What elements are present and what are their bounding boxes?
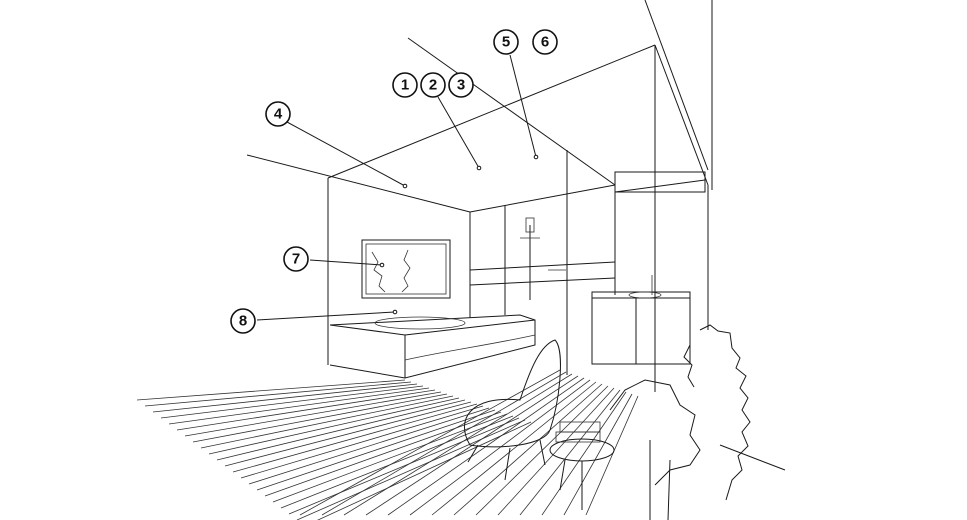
svg-text:5: 5 xyxy=(502,34,510,51)
floor-plank-line xyxy=(200,395,454,449)
floor-planks xyxy=(136,369,639,520)
floor-plank-line xyxy=(343,373,573,516)
svg-text:6: 6 xyxy=(541,34,549,51)
leader-lines xyxy=(256,54,539,321)
floor-plank-line xyxy=(409,379,591,516)
svg-text:1: 1 xyxy=(401,77,409,94)
callout-5: 5 xyxy=(493,29,519,55)
floor-plank-line xyxy=(176,389,436,431)
floor-plank-line xyxy=(280,415,514,509)
callout-8: 8 xyxy=(230,308,256,334)
floor-plank-line xyxy=(288,417,520,515)
floor-plank-line xyxy=(136,379,406,401)
floor-plank-line xyxy=(264,411,502,497)
floor-plank-line xyxy=(519,389,621,516)
floor-plank-line xyxy=(256,409,496,491)
callout-2: 2 xyxy=(420,72,446,98)
callout-6: 6 xyxy=(532,29,558,55)
floor-plank-line xyxy=(152,383,418,413)
floor-plank-line xyxy=(453,383,603,516)
floor-plank-line xyxy=(168,387,430,425)
floor-plank-line xyxy=(497,387,615,516)
room-structure xyxy=(246,0,786,471)
floor-plank-line xyxy=(144,381,412,407)
svg-text:8: 8 xyxy=(239,313,247,330)
floor-plank-line xyxy=(184,391,442,437)
callout-1: 1 xyxy=(392,72,418,98)
svg-text:2: 2 xyxy=(429,77,437,94)
floor-plank-line xyxy=(208,397,460,455)
floor-plank-line xyxy=(431,381,597,516)
svg-text:4: 4 xyxy=(274,106,283,123)
floor-plank-line xyxy=(563,393,633,516)
floor-plank-line xyxy=(299,369,561,516)
floor-plank-line xyxy=(216,399,466,461)
floor-plank-line xyxy=(192,393,448,443)
callout-3: 3 xyxy=(448,72,474,98)
floor-plank-line xyxy=(248,407,490,485)
floor-plank-line xyxy=(160,385,424,419)
floor-plank-line xyxy=(232,403,478,473)
floor-plank-line xyxy=(317,421,532,520)
callout-4: 4 xyxy=(265,101,291,127)
floor-plank-line xyxy=(296,419,526,520)
floor-plank-line xyxy=(224,401,472,467)
side-table-with-books xyxy=(549,421,615,510)
floor-plank-line xyxy=(585,395,639,516)
floor-plank-line xyxy=(240,405,484,479)
floor-plank-line xyxy=(541,391,627,516)
floor-plank-line xyxy=(321,371,567,516)
svg-text:3: 3 xyxy=(457,77,465,94)
floor-plank-line xyxy=(272,413,508,503)
svg-text:7: 7 xyxy=(292,251,300,268)
callout-7: 7 xyxy=(283,246,309,272)
armchair xyxy=(464,339,561,481)
plant xyxy=(609,324,751,520)
